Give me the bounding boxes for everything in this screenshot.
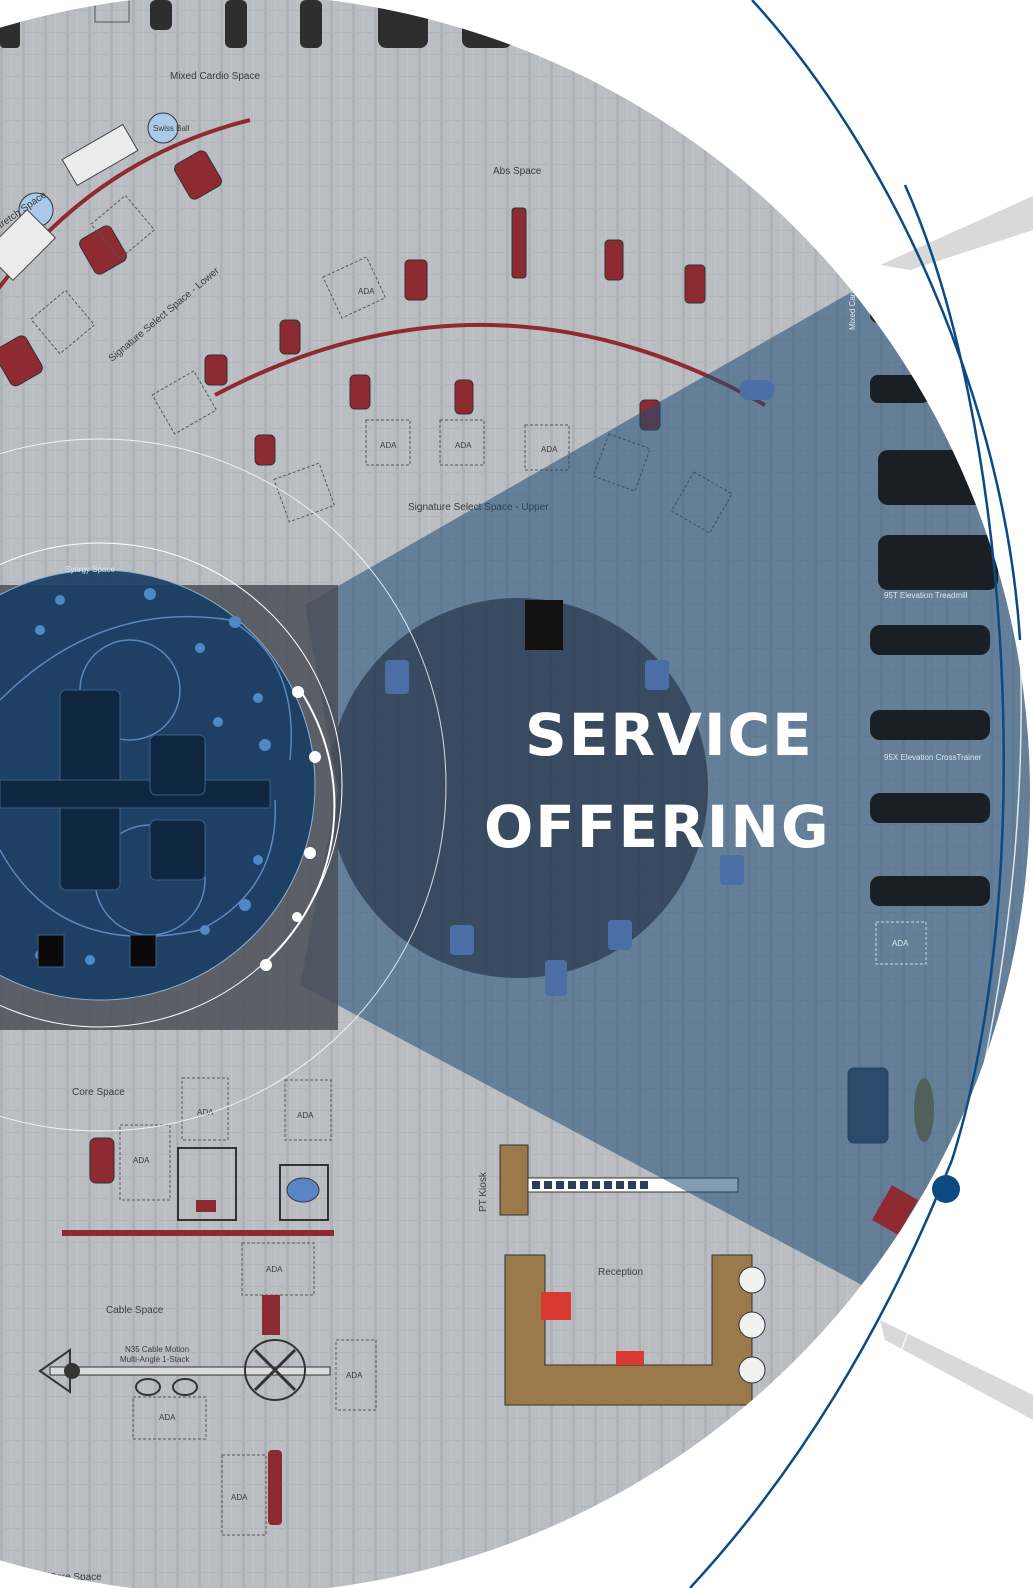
ada-label-cable-2: ADA <box>346 1371 363 1380</box>
ada-label-4: ADA <box>541 445 558 454</box>
circuit-stations <box>385 380 774 996</box>
circuit-circle <box>328 598 708 978</box>
ada-label-cable-1: ADA <box>266 1265 283 1274</box>
ada-label-cable-3: ADA <box>159 1413 176 1422</box>
beam-content: 95X Elevation CrossTrainer 95T Elevation… <box>328 257 998 1235</box>
circuit-rack <box>525 600 563 650</box>
ada-label-cable-4: ADA <box>231 1493 248 1502</box>
core-equipment <box>62 1077 334 1236</box>
ada-label-core-3: ADA <box>133 1156 150 1165</box>
treadmill-label: 95T Elevation Treadmill <box>884 591 968 600</box>
rail-curve-2 <box>214 322 766 407</box>
decorative-arc-lower <box>689 1159 954 1588</box>
title-line-2: OFFERING <box>484 793 831 861</box>
zone-label-cable: Cable Space <box>106 1305 164 1316</box>
decorative-arc-mid <box>903 184 1005 1161</box>
cable-equipment: ADA ADA ADA ADA N35 Cable Motion Multi-A… <box>38 1242 377 1536</box>
ada-label-core-2: ADA <box>297 1111 314 1120</box>
reception-label: Reception <box>598 1267 643 1278</box>
swiss-ball-label-1: Swiss Ball <box>153 124 190 133</box>
ada-label-beam: ADA <box>892 939 909 948</box>
zone-label-abs: Abs Space <box>493 166 542 177</box>
zone-label-synergy: Synrgy Space <box>65 565 115 574</box>
decorative-wedge-bottom <box>880 1320 1033 1420</box>
pt-kiosk-label: PT Kiosk <box>478 1171 489 1212</box>
cable-machine-sublabel: Multi-Angle 1-Stack <box>120 1355 190 1364</box>
arc-nodes <box>260 686 321 971</box>
synergy-panel: Synrgy Space <box>0 438 447 1132</box>
accent-dot <box>932 1175 960 1203</box>
crosstrainer-label: 95X Elevation CrossTrainer <box>884 753 982 762</box>
zone-label-mixed-cardio: Mixed Cardio Space <box>170 71 260 82</box>
progress-arc <box>267 689 336 961</box>
ada-label-1: ADA <box>358 287 375 296</box>
title-line-1: SERVICE <box>525 701 814 769</box>
reception-area: PT Kiosk Reception <box>478 1144 766 1406</box>
abs-equipment <box>404 207 706 304</box>
ada-label-core-1: ADA <box>197 1108 214 1117</box>
zone-label-mixed-cardio-vertical: Mixed Cardio Space <box>848 257 857 330</box>
zone-label-core: Core Space <box>72 1087 125 1098</box>
decorative-arc-outer <box>751 0 1022 641</box>
ada-label-3: ADA <box>455 441 472 450</box>
ada-label-2: ADA <box>380 441 397 450</box>
signature-lower-equipment <box>0 150 661 466</box>
decorative-wedge-top <box>880 196 1033 270</box>
decorative-arc-white <box>789 639 1022 1588</box>
cable-machine-label: N35 Cable Motion <box>125 1345 189 1354</box>
synergy-rig <box>0 689 271 968</box>
